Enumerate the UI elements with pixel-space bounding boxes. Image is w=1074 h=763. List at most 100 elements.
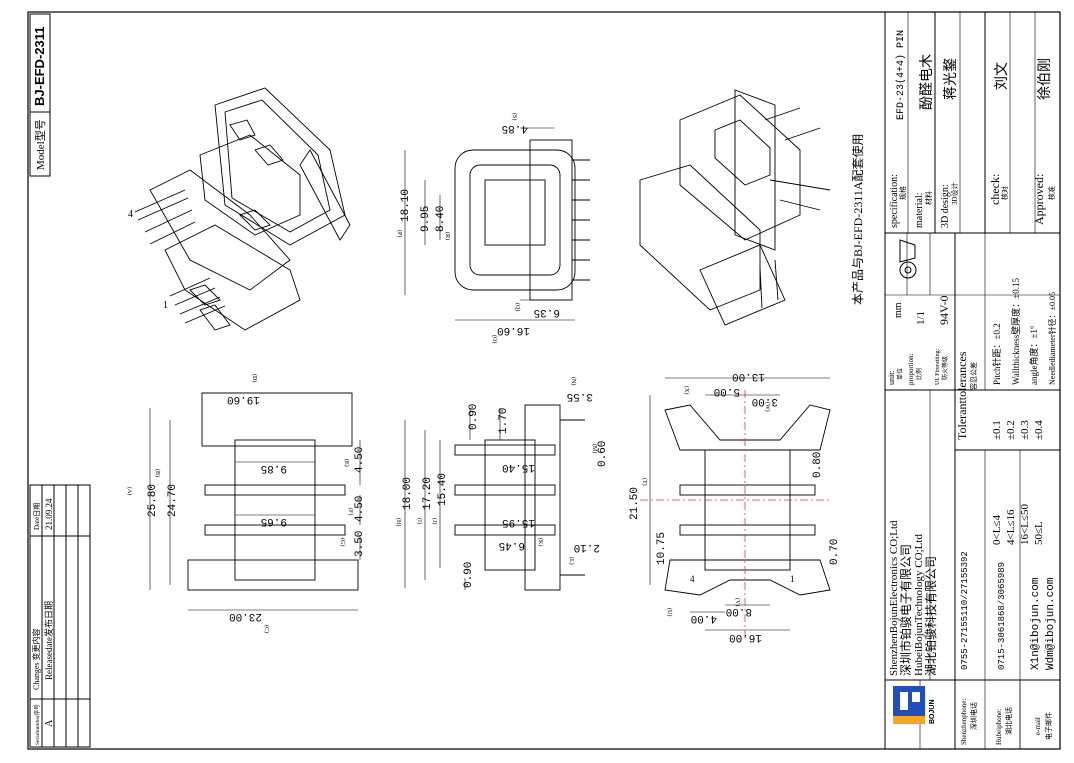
check-value: 刘文 [994,62,1010,90]
company-en-1: ShenzhenBojunElectronics CO;Ltd [888,520,900,676]
tag-E: (E) [343,459,350,467]
tag-B: (B) [154,469,161,477]
tol-range-0: 0<L≤4 [991,515,1003,545]
iso-view-core [639,89,831,326]
check-label: check: [988,174,1002,205]
proportion-value: 1/1 [915,311,927,325]
dim-T: 21.50 [629,487,641,520]
design-label-cn: 3D设计 [950,182,959,205]
dim-O: 16.60 [497,324,530,336]
tag-X: (X) [683,386,690,394]
iso-view-pins [134,87,351,331]
phone-hb: 0715-3061868/3065989 [997,562,1007,670]
approved-label: Approved: [1032,174,1046,225]
proportion-label-cn: 比例 [915,368,923,380]
unit-value: mm [893,302,904,318]
tolerance-wall: Wallthickness壁厚度：±0.15 [1010,278,1021,385]
email-label: e-mail [1034,717,1042,735]
tag-A: (A) [126,487,133,495]
email-label-cn: 电子邮件 [1044,712,1053,740]
dim-A: 25.80 [147,484,159,517]
unit-label-cn: 单位 [896,368,904,380]
tol-value-0: ±0.1 [991,420,1003,440]
dim-D: 19.60 [227,393,260,405]
tag-C: (C) [263,625,270,633]
material-value: 酚醛电木 [919,54,935,110]
dim-N090: 0.90 [468,404,480,430]
dim-090b: 0.90 [463,562,475,588]
dim-635: 6.35 [534,306,560,318]
fire-label: UL Fireratiing: [935,348,941,385]
model-number: BJ-EFD-2311 [32,27,47,106]
email-2: Wdm@ibojun.com [1045,577,1057,670]
dim-K: 6.45 [499,539,525,551]
tag-Q: (Q) [514,303,521,311]
material-label: material: [914,192,925,228]
tol-range-1: 4<L≤16 [1005,509,1017,545]
dim-F: 9.65 [261,515,287,527]
revision-table: Serialnumber序号 Changes 变更内容 Date日期 A Rel… [29,484,91,748]
bojun-logo: BOJUN [893,686,936,724]
dim-B: 24.70 [167,484,179,517]
tag-J: (J) [431,518,438,524]
rev-header-date: Date日期 [33,503,41,530]
tag-O: (O) [491,335,498,343]
dim-080: 0.80 [812,452,824,478]
side-view-top [404,127,590,321]
front-view-left [149,392,361,611]
logo-text: BOJUN [929,699,936,724]
tag-K: (K) [537,538,544,546]
design-value: 蒋光鍪 [943,58,959,100]
tolerance-title-cn: 容忍公差 [969,362,978,390]
tag-S: (S) [511,113,518,120]
check-label-cn: 核对 [1000,186,1009,200]
dim-S: 4.85 [502,122,528,134]
dim-L: 2.10 [574,541,600,553]
phone-hb-label: Hubeiphone: [995,709,1003,745]
dim-450b: 4.50 [354,496,366,522]
dim-H: 18.00 [402,477,414,510]
dim-J: 15.40 [437,473,449,506]
pin-label-1: 1 [163,300,168,311]
approved-value: 徐伯刚 [1037,58,1053,100]
tol-value-2: ±0.3 [1019,420,1031,440]
rev-row-serial: A [44,719,55,727]
proportion-label: proportion: [907,353,915,385]
title-block [884,11,1061,750]
approved-label-cn: 核准 [1047,186,1056,200]
fire-label-cn: 防火等级 [941,356,949,380]
spec-label: specification: [889,174,900,228]
tag-G: (G) [339,538,346,546]
front-view-right [649,377,831,631]
tag-M: (M) [591,444,598,453]
dim-1595: 15.95 [502,516,535,528]
unit-label: unit: [887,370,896,385]
tag-R: (R) [444,232,451,240]
tag-I: (I) [416,518,423,524]
dim-1600: 16.00 [729,631,762,643]
tolerance-needle: Needlediameter针径：±0.05 [1047,292,1057,385]
dim-E: 9.85 [261,462,287,474]
material-label-cn: 材料 [924,191,933,205]
tol-range-3: 50≤L [1033,521,1045,545]
dim-500: 5.00 [714,385,740,397]
dim-R: 8.40 [435,206,447,232]
model-label: Model型号 [33,119,47,170]
tag-P: (P) [396,230,403,237]
tol-value-3: ±0.4 [1033,420,1045,440]
dim-1540: 15.40 [502,461,535,473]
email-1: X1n@ibojun.com [1030,577,1042,670]
fire-value: 94V-0 [937,295,951,325]
spec-value: EFD-23(4+4) PIN [895,30,907,120]
tolerance-angle: angle角度：±1° [1028,325,1039,385]
tag-T: (T) [641,478,648,486]
spec-label-cn: 规格 [898,186,907,200]
model-box: Model型号 BJ-EFD-2311 [29,13,51,177]
tag-U: (U) [666,608,673,616]
dim-C: 23.00 [229,610,262,622]
pin-label-1b: 1 [790,574,795,584]
tag-V: (V) [734,598,741,606]
rev-row-change: Releasedate发布日期 [43,601,54,680]
dim-M060: 0.60 [597,441,609,467]
dim-1075: 10.75 [656,532,668,565]
